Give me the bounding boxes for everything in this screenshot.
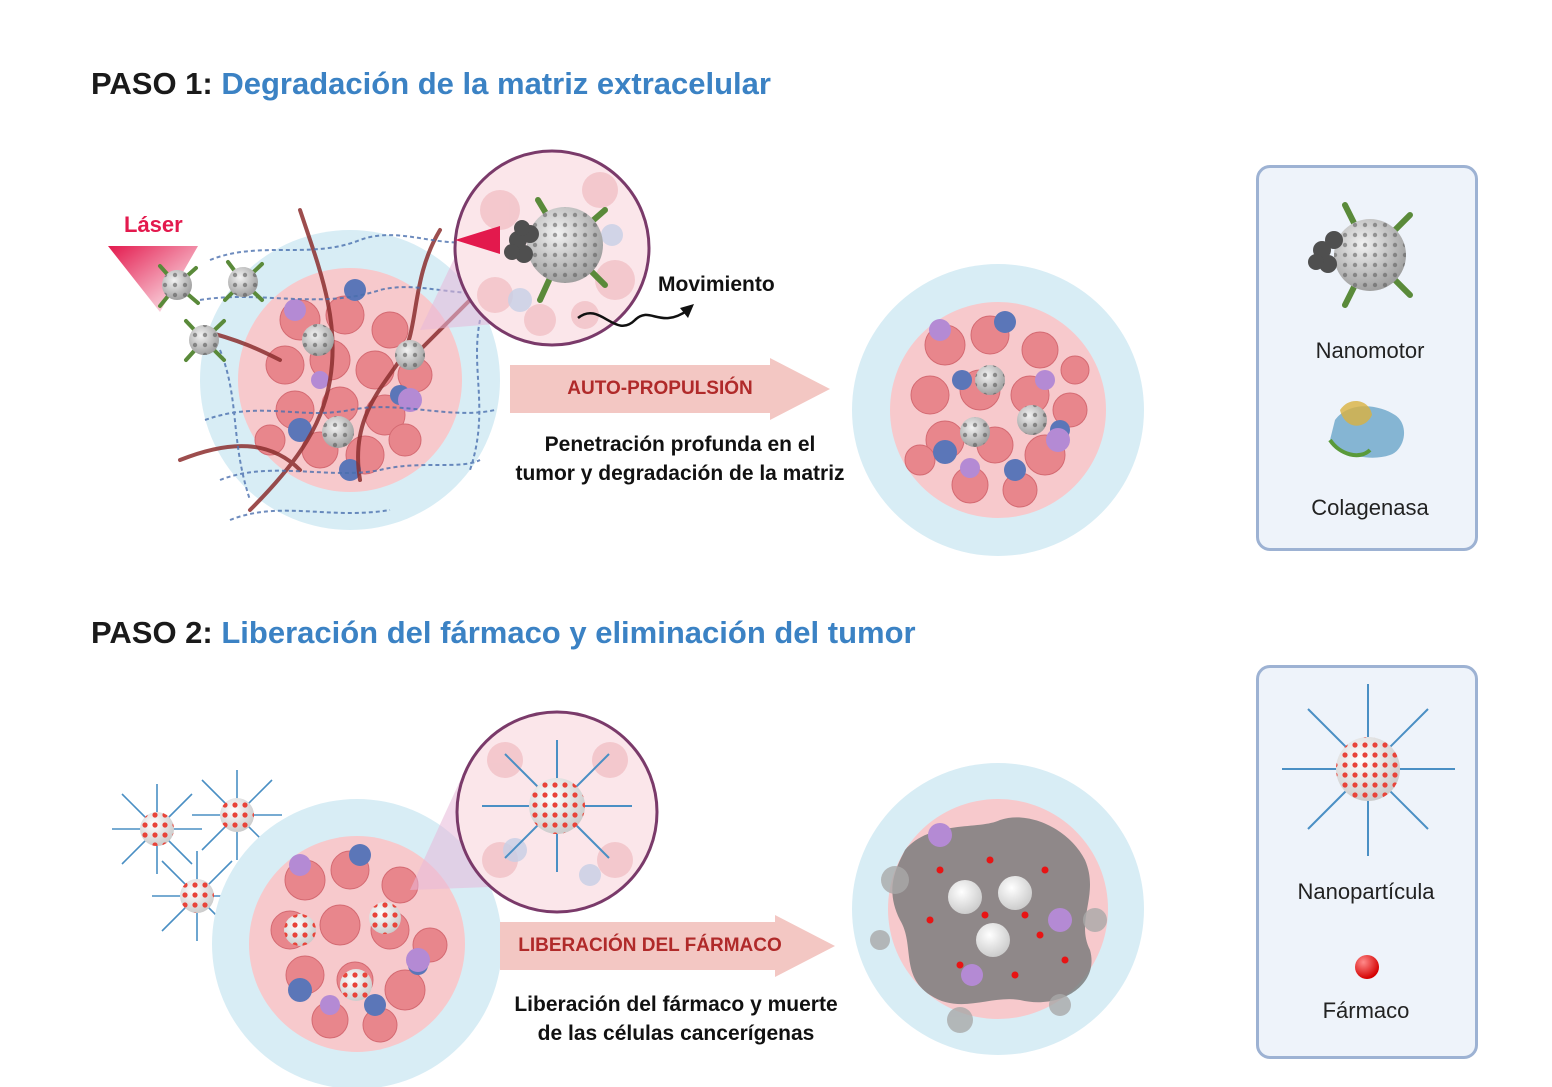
- tumor-with-matrix: [178, 208, 501, 530]
- zoom-inset-nanomotor: [453, 149, 651, 347]
- step2-arrow-label: LIBERACIÓN DEL FÁRMACO: [518, 935, 782, 956]
- movement-arrow: [577, 308, 689, 327]
- step1-heading: PASO 1: Degradación de la matriz extrace…: [91, 66, 771, 102]
- legend-drug-label: Fármaco: [1322, 998, 1410, 1023]
- step1-caption: Penetración profunda en el tumor y degra…: [480, 430, 880, 488]
- tumor-cell-death: [852, 763, 1144, 1055]
- zoom-inset-nanoparticle: [455, 710, 659, 914]
- process-arrow-1: [510, 358, 830, 420]
- nanomotor-group: [158, 260, 264, 362]
- tumor-degraded-matrix: [852, 264, 1144, 556]
- laser-beam: [108, 246, 198, 312]
- step1-title: Degradación de la matriz extracelular: [221, 66, 771, 101]
- step1-caption-line2: tumor y degradación de la matriz: [515, 462, 845, 485]
- legend-collagenase-label: Colagenasa: [1311, 495, 1429, 520]
- step2-title: Liberación del fármaco y eliminación del…: [221, 615, 916, 650]
- step1-arrow-label: AUTO-PROPULSIÓN: [567, 378, 753, 399]
- laser-label: Láser: [124, 212, 183, 237]
- process-arrow-2: [500, 915, 835, 977]
- step2-caption-line2: de las células cancerígenas: [537, 1022, 815, 1045]
- movement-label: Movimiento: [658, 273, 775, 296]
- step2-caption: Liberación del fármaco y muerte de las c…: [476, 990, 876, 1048]
- legend-nanomotor-label: Nanomotor: [1315, 338, 1425, 363]
- step2-prefix: PASO 2:: [91, 615, 213, 650]
- step1-prefix: PASO 1:: [91, 66, 213, 101]
- step1-caption-line1: Penetración profunda en el: [544, 433, 816, 456]
- legend-nanoparticle-label: Nanopartícula: [1297, 879, 1435, 904]
- step2-heading: PASO 2: Liberación del fármaco y elimina…: [91, 615, 916, 651]
- step2-caption-line1: Liberación del fármaco y muerte: [514, 993, 838, 1016]
- free-nanoparticles: [112, 770, 282, 941]
